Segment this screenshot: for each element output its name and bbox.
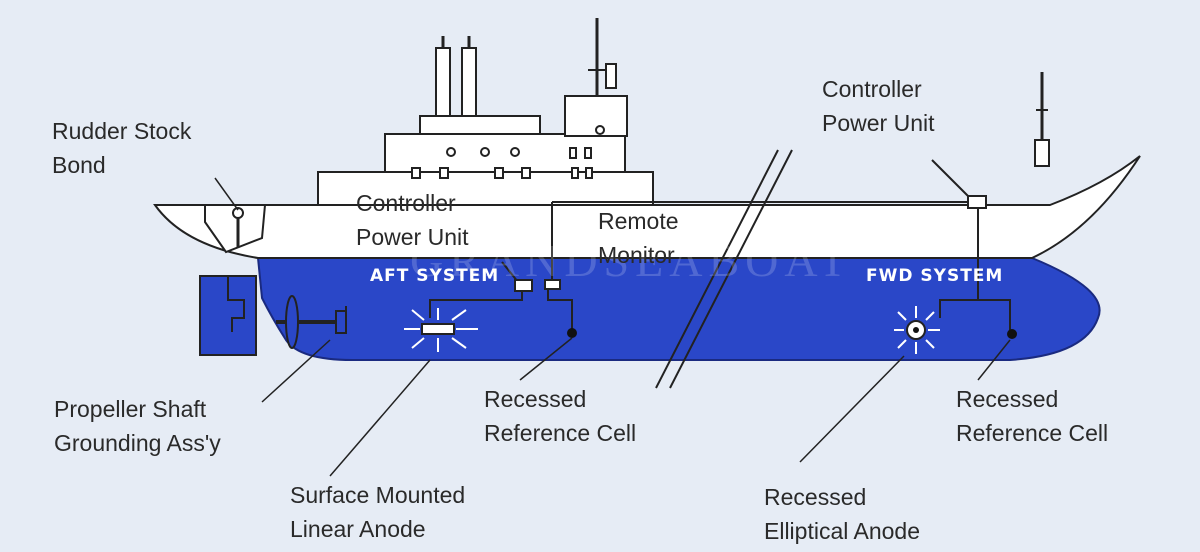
elliptical-anode-marker — [894, 306, 940, 354]
hull-break-lines — [655, 149, 793, 389]
rudder-stock-bond-marker — [232, 207, 244, 248]
upper-hull — [153, 155, 1141, 259]
main-mast — [588, 18, 617, 96]
underwater-hull — [256, 257, 1101, 361]
aft-controller-unit — [514, 279, 561, 292]
fwd-wiring — [931, 159, 1011, 330]
rudder — [199, 275, 257, 356]
funnel-left — [435, 47, 451, 117]
fwd-reference-cell-marker — [1007, 329, 1017, 339]
propeller — [276, 295, 347, 349]
funnel-right — [461, 47, 477, 117]
leader-lines — [214, 177, 1011, 477]
aft-reference-cell-marker — [567, 328, 577, 338]
linear-anode-marker — [404, 308, 478, 352]
fore-mast — [1034, 72, 1050, 167]
fwd-system-label: FWD SYSTEM — [866, 266, 1004, 286]
fwd-controller-unit — [967, 195, 987, 209]
watermark: GRANDSEABOAT — [410, 235, 853, 286]
portholes — [411, 125, 605, 179]
aft-system-label: AFT SYSTEM — [370, 266, 500, 286]
rudder-stock-outline — [204, 204, 267, 254]
bridge-deck — [419, 115, 541, 135]
